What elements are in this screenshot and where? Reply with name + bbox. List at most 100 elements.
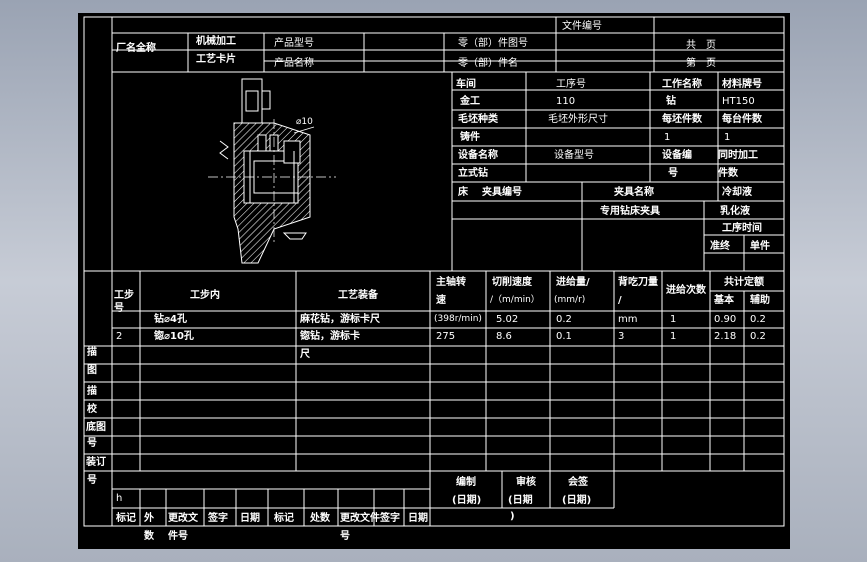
mark-3: 签字 <box>208 513 228 524</box>
equip-name-label: 设备名称 <box>458 150 498 161</box>
mark-8: 签字 <box>380 513 400 524</box>
card-title-line2: 工艺卡片 <box>196 54 236 65</box>
equip-no-value: 号 <box>668 168 678 179</box>
part-cross-section-drawing <box>208 78 336 264</box>
per-unit-value: 1 <box>724 132 731 143</box>
prep-end-label: 准终 <box>710 241 730 252</box>
col-depth-header-2: / <box>618 295 622 306</box>
mark-9: 日期 <box>408 513 428 524</box>
col-quota-header: 共计定额 <box>724 277 764 288</box>
row2-equip-cont: 尺 <box>300 349 310 360</box>
countersign-date: (日期) <box>562 495 592 506</box>
diameter-dimension: ⌀10 <box>296 117 313 127</box>
per-blank-label: 每坯件数 <box>662 114 702 125</box>
product-model-label: 产品型号 <box>274 38 314 49</box>
shop-value: 金工 <box>460 96 480 107</box>
row2-equip: 锪钻，游标卡 <box>300 331 360 342</box>
col-depth-header: 背吃刀量 <box>618 277 658 288</box>
row2-content: 锪⌀10孔 <box>154 331 194 342</box>
per-unit-label: 每台件数 <box>722 114 762 125</box>
fixture-no-label: 夹具编号 <box>482 187 522 198</box>
col-step-header: 工步 <box>114 290 134 301</box>
simultaneous-label: 同时加工 <box>718 150 758 161</box>
col-content-header: 工步内 <box>190 290 220 301</box>
card-title-line1: 机械加工 <box>196 36 236 47</box>
row1-aux: 0.2 <box>750 314 766 325</box>
left-label-2: 描 <box>87 386 97 397</box>
equip-no-label: 设备编 <box>662 150 692 161</box>
factory-label: 厂名全称 <box>116 43 156 54</box>
total-pages-label: 共 页 <box>686 40 716 51</box>
row2-speed: 275 <box>436 331 456 342</box>
col-basic-header: 基本 <box>714 295 734 306</box>
operation-name-value: 钻 <box>666 96 676 107</box>
col-aux-header: 辅助 <box>750 295 770 306</box>
equip-name-value: 立式钻 <box>458 168 488 179</box>
operation-name-label: 工作名称 <box>662 79 702 90</box>
left-label-7: 号 <box>87 475 97 486</box>
row2-aux: 0.2 <box>750 331 766 342</box>
sub-file-2: 号 <box>340 531 350 542</box>
row1-feed: 0.2 <box>556 314 572 325</box>
row1-passes: 1 <box>670 314 677 325</box>
col-equip-header: 工艺装备 <box>338 290 378 301</box>
equip-model-label: 设备型号 <box>554 150 594 161</box>
reviewed-paren: ) <box>510 511 515 522</box>
col-feed-header-2: (mm/r) <box>554 295 586 305</box>
row2-passes: 1 <box>670 331 677 342</box>
left-label-6: 装订 <box>86 457 106 468</box>
mark-4: 日期 <box>240 513 260 524</box>
left-label-4: 底图 <box>86 422 106 433</box>
row2-feed: 0.1 <box>556 331 572 342</box>
row1-speed: (398r/min) <box>434 314 482 324</box>
coolant-value: 乳化液 <box>720 206 750 217</box>
col-speed-header-2: 速 <box>436 295 446 306</box>
mark-1: 外 <box>144 513 154 524</box>
process-card-sheet: 文件编号 厂名全称 机械加工 工艺卡片 产品型号 产品名称 零（部）件图号 零（… <box>78 13 790 549</box>
row2-no: 2 <box>116 331 123 342</box>
row1-cut: 5.02 <box>496 314 519 325</box>
mark-7: 更改文件 <box>340 513 380 524</box>
compiled-date: (日期) <box>452 495 482 506</box>
blank-size-label: 毛坯外形尺寸 <box>548 114 608 125</box>
footer-h-label: h <box>116 493 123 504</box>
product-name-label: 产品名称 <box>274 58 314 69</box>
material-value: HT150 <box>722 96 755 107</box>
part-drawing-no-label: 零（部）件图号 <box>458 38 528 49</box>
blank-type-label: 毛坯种类 <box>458 114 498 125</box>
countersign-label: 会签 <box>568 477 588 488</box>
row1-depth: mm <box>618 314 638 325</box>
reviewed-label: 审核 <box>516 477 536 488</box>
compiled-label: 编制 <box>456 477 476 488</box>
car-shop-label: 车间 <box>456 79 476 90</box>
unit-time-label: 单件 <box>750 241 770 252</box>
reviewed-date: (日期 <box>508 495 533 506</box>
page-no-label: 第 页 <box>686 58 716 69</box>
doc-no-label: 文件编号 <box>562 21 602 32</box>
part-name-label: 零（部）件名 <box>458 58 518 69</box>
mark-5: 标记 <box>274 513 294 524</box>
fixture-name-label: 夹具名称 <box>614 187 654 198</box>
operation-no-label: 工序号 <box>556 79 586 90</box>
col-cut-header-2: /（m/min） <box>490 295 540 305</box>
col-cut-header: 切削速度 <box>492 277 532 288</box>
fixture-name-value: 专用钻床夹具 <box>600 206 660 217</box>
operation-no-value: 110 <box>556 96 576 107</box>
blank-type-value: 铸件 <box>460 132 480 143</box>
op-time-label: 工序时间 <box>722 223 762 234</box>
col-step-header-2: 号 <box>114 303 124 314</box>
coolant-label: 冷却液 <box>722 187 752 198</box>
row2-basic: 2.18 <box>714 331 737 342</box>
fixture-prefix: 床 <box>458 187 468 198</box>
mark-2: 更改文 <box>168 513 198 524</box>
mark-6: 处数 <box>310 513 330 524</box>
per-blank-value: 1 <box>664 132 671 143</box>
simultaneous-value: 件数 <box>718 168 738 179</box>
left-label-1: 图 <box>87 365 97 376</box>
col-feed-header: 进给量/ <box>556 277 590 288</box>
sub-count: 数 <box>144 531 154 542</box>
row2-cut: 8.6 <box>496 331 512 342</box>
row2-depth: 3 <box>618 331 625 342</box>
row1-basic: 0.90 <box>714 314 737 325</box>
left-label-3: 校 <box>87 404 97 415</box>
